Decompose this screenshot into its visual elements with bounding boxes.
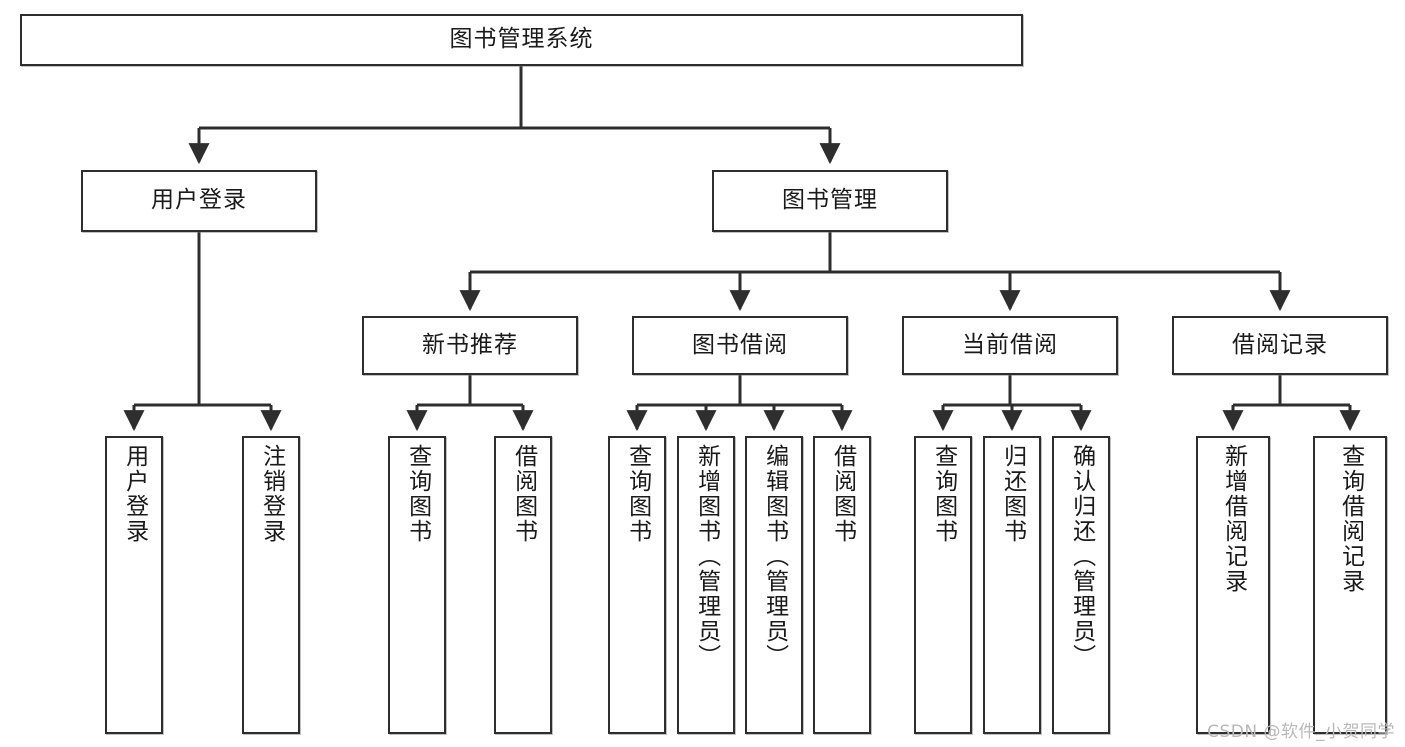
node-book-borrow-label: 图书借阅 [692,331,788,358]
node-user-login[interactable]: 用户登录 [81,170,317,232]
node-book-manage-label: 图书管理 [782,187,878,214]
node-leaf-query-book-c[interactable]: 查询图书 [914,436,972,734]
node-leaf-add-record[interactable]: 新增借阅记录 [1196,436,1270,734]
node-leaf-confirm-return[interactable]: 确认归还（管理员） [1052,436,1110,734]
node-leaf-edit-book-label: 编辑图书（管理员） [761,444,788,669]
node-borrow-record-label: 借阅记录 [1232,331,1328,358]
node-leaf-borrow-book-b-label: 借阅图书 [829,444,856,544]
node-leaf-query-record[interactable]: 查询借阅记录 [1313,436,1387,734]
node-current-borrow-label: 当前借阅 [962,331,1058,358]
node-leaf-query-book-c-label: 查询图书 [930,444,957,544]
node-leaf-borrow-book-a[interactable]: 借阅图书 [494,436,552,734]
node-new-book-recommend[interactable]: 新书推荐 [362,316,578,375]
node-user-login-label: 用户登录 [151,187,247,214]
node-leaf-user-login[interactable]: 用户登录 [105,436,163,734]
node-leaf-confirm-return-label: 确认归还（管理员） [1068,444,1095,669]
node-borrow-record[interactable]: 借阅记录 [1172,316,1388,375]
node-leaf-query-book-a-label: 查询图书 [404,444,431,544]
node-leaf-logout-label: 注销登录 [258,444,285,544]
node-leaf-add-book[interactable]: 新增图书（管理员） [677,436,735,734]
node-leaf-query-book-b[interactable]: 查询图书 [608,436,666,734]
node-leaf-user-login-label: 用户登录 [121,444,148,544]
node-leaf-query-book-b-label: 查询图书 [624,444,651,544]
node-leaf-edit-book[interactable]: 编辑图书（管理员） [745,436,803,734]
node-book-manage[interactable]: 图书管理 [712,170,948,232]
node-new-book-recommend-label: 新书推荐 [422,331,518,358]
node-leaf-query-record-label: 查询借阅记录 [1337,444,1364,594]
node-leaf-add-record-label: 新增借阅记录 [1220,444,1247,594]
node-root[interactable]: 图书管理系统 [20,14,1023,66]
csdn-watermark: CSDN @软件_小贺同学 [1207,722,1395,742]
node-leaf-query-book-a[interactable]: 查询图书 [388,436,446,734]
node-leaf-return-book[interactable]: 归还图书 [983,436,1041,734]
node-leaf-borrow-book-a-label: 借阅图书 [510,444,537,544]
node-leaf-add-book-label: 新增图书（管理员） [693,444,720,669]
node-leaf-logout[interactable]: 注销登录 [242,436,300,734]
node-book-borrow[interactable]: 图书借阅 [632,316,848,375]
node-current-borrow[interactable]: 当前借阅 [902,316,1118,375]
node-leaf-return-book-label: 归还图书 [999,444,1026,544]
node-root-label: 图书管理系统 [449,26,594,53]
node-leaf-borrow-book-b[interactable]: 借阅图书 [813,436,871,734]
